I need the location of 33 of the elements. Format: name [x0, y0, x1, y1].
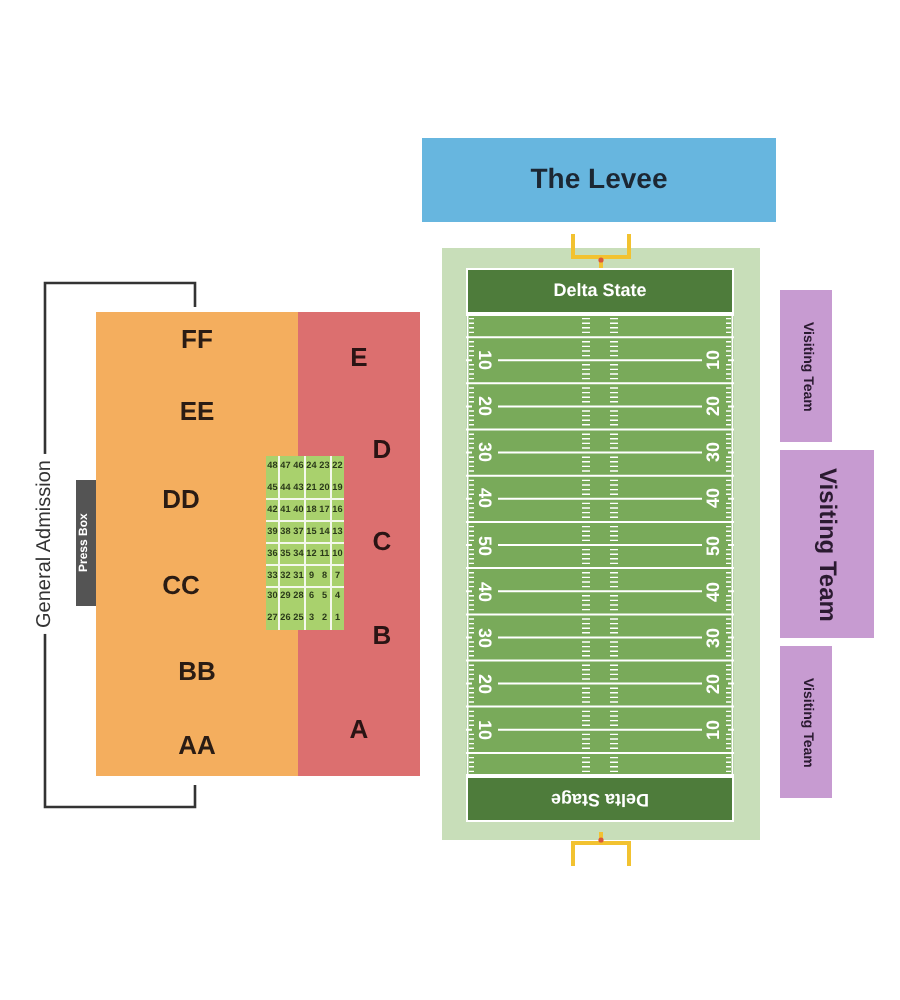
yard-number: 40 [705, 581, 723, 602]
seating-section: FF [96, 312, 298, 370]
yard-number: 50 [475, 535, 493, 555]
seating-section: AA [96, 716, 298, 776]
seating-section: DD [96, 456, 266, 544]
yard-number: 10 [475, 350, 493, 371]
yard-number: 30 [475, 442, 493, 463]
yard-number: 40 [705, 488, 723, 509]
seating-section: C [344, 496, 420, 590]
yard-number: 50 [705, 535, 723, 555]
seating-section: Visiting Team [780, 450, 874, 638]
seating-section: A [298, 684, 420, 776]
seating-section: The Levee [422, 138, 776, 222]
yard-number: 20 [475, 673, 493, 694]
yard-number: 10 [475, 719, 493, 740]
end-zone: Delta Stage [466, 776, 734, 822]
seating-section: EE [96, 370, 298, 456]
yard-number: 30 [705, 442, 723, 463]
yard-number: 20 [705, 396, 723, 417]
section-label: General Admission [35, 454, 55, 634]
yard-number: 40 [475, 581, 493, 602]
yard-number: 40 [475, 488, 493, 509]
yard-number: 30 [475, 627, 493, 648]
seating-section: CC [96, 544, 266, 630]
yard-number: 20 [705, 673, 723, 694]
end-zone: Delta State [466, 268, 734, 314]
seating-section: BB [96, 630, 298, 716]
yard-number: 10 [705, 719, 723, 740]
yard-number: 20 [475, 396, 493, 417]
seating-section: E [298, 312, 420, 404]
yard-number: 30 [705, 627, 723, 648]
yard-number: 10 [705, 350, 723, 371]
football-field [442, 248, 760, 840]
